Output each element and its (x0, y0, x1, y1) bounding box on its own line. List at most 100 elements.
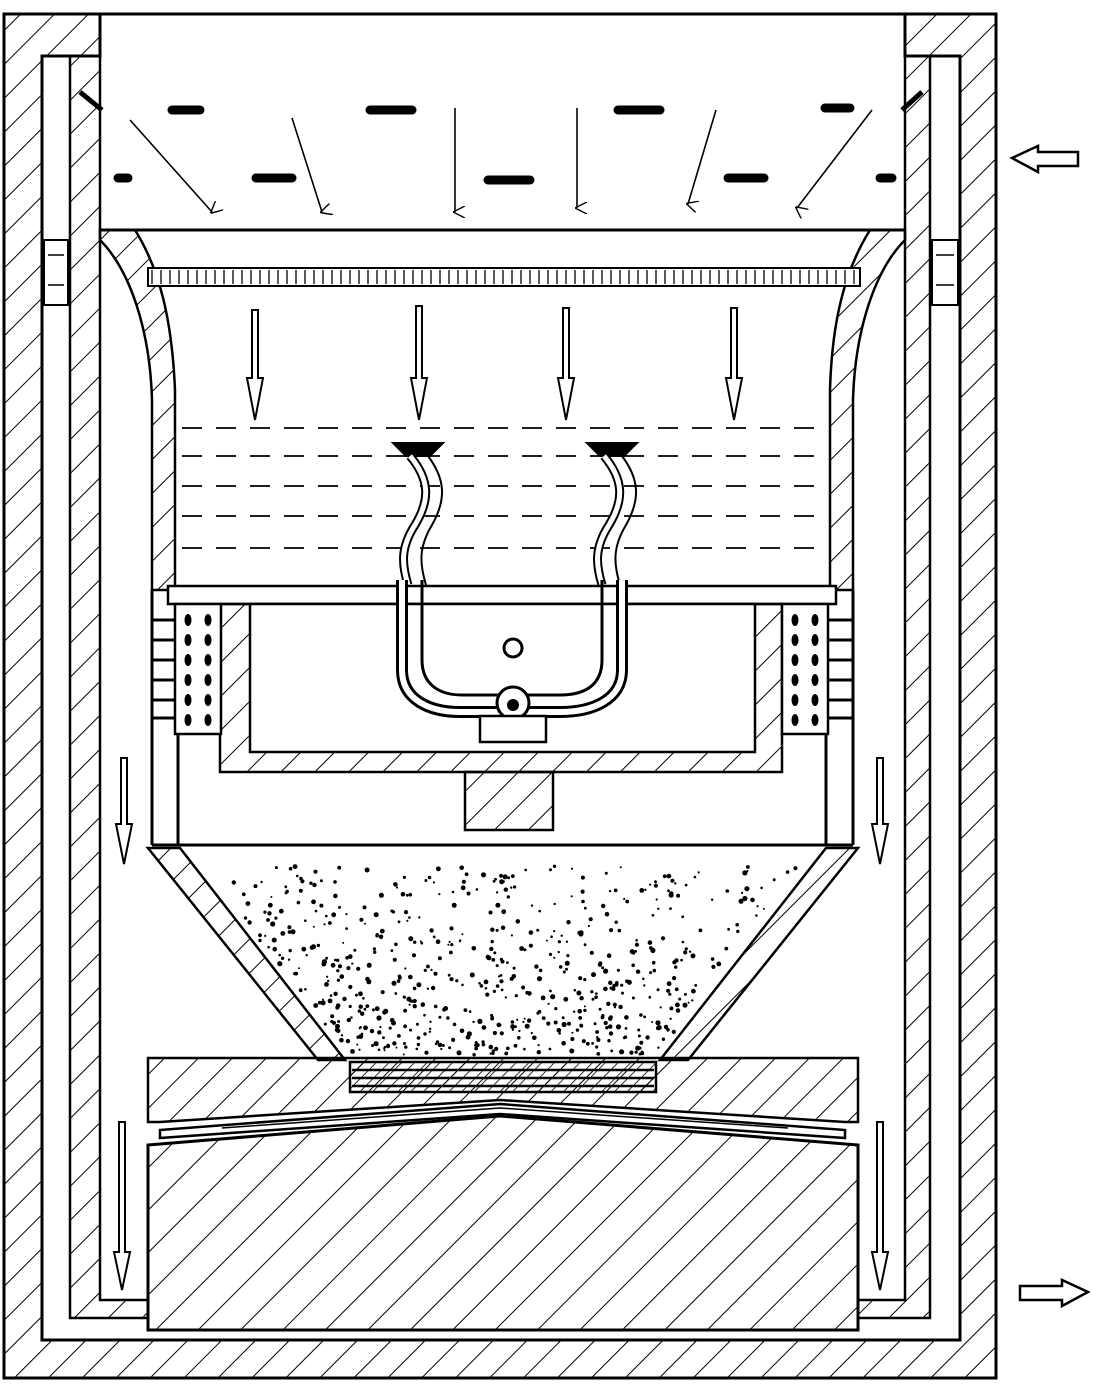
particle (603, 986, 608, 992)
particle (662, 874, 667, 879)
particle (495, 964, 499, 968)
particle (610, 1049, 614, 1053)
particle (316, 943, 321, 948)
pore (791, 634, 799, 646)
particle (499, 873, 503, 878)
particle (260, 880, 263, 884)
top-chamber-dashes (113, 103, 897, 185)
particle (397, 1034, 401, 1038)
particle (567, 961, 570, 964)
particle (499, 974, 503, 977)
particle (622, 1036, 626, 1040)
particle (270, 896, 273, 898)
particle (392, 957, 397, 962)
particle (558, 965, 563, 969)
particle (593, 1022, 597, 1026)
particle (432, 881, 435, 884)
particle (631, 996, 635, 1000)
particle (746, 865, 750, 869)
pore (184, 714, 192, 726)
particle (296, 874, 299, 878)
particle (395, 886, 399, 889)
particle (591, 997, 595, 1001)
particle (608, 1024, 613, 1029)
particle (348, 984, 353, 990)
particle (530, 1031, 533, 1035)
particle (510, 1024, 515, 1029)
particle (475, 1043, 480, 1048)
particle-bed (231, 864, 798, 1057)
particle (458, 940, 461, 943)
particle (449, 950, 453, 955)
particle (557, 950, 560, 954)
particle (578, 976, 583, 981)
particle (480, 872, 487, 878)
particle (523, 948, 527, 952)
particle (534, 964, 539, 969)
particle (441, 1044, 445, 1047)
particle (292, 864, 298, 869)
particle (241, 892, 246, 897)
particle (621, 991, 624, 995)
particle (339, 1037, 344, 1043)
particle (371, 1044, 375, 1047)
particle (750, 897, 755, 903)
particle (669, 1006, 674, 1011)
particle (287, 958, 291, 961)
particle (500, 959, 505, 964)
particle (294, 971, 299, 976)
particle (516, 1018, 519, 1021)
particle (499, 1031, 504, 1036)
particle (762, 907, 765, 910)
pore (184, 694, 192, 706)
particle (337, 1020, 341, 1023)
particle (596, 1037, 601, 1042)
particle (336, 969, 340, 973)
particle (416, 1042, 421, 1047)
particle (756, 905, 759, 908)
particle (521, 985, 526, 990)
particle (274, 866, 278, 870)
particle (655, 898, 658, 901)
particle (485, 992, 490, 997)
particle (432, 935, 436, 939)
particle (448, 940, 451, 944)
particle (648, 995, 652, 999)
particle (742, 870, 748, 876)
particle (451, 902, 457, 908)
particle (337, 865, 342, 870)
particle (595, 992, 598, 995)
particle (358, 1034, 364, 1039)
particle (404, 967, 407, 970)
particle (624, 1015, 629, 1020)
particle (504, 1051, 509, 1056)
particle (569, 1048, 575, 1054)
particle (691, 988, 696, 994)
particle (451, 1037, 456, 1042)
particle (363, 1007, 367, 1011)
particle (629, 1050, 634, 1055)
particle (601, 966, 605, 970)
particle (278, 953, 282, 957)
particle (395, 1046, 398, 1049)
particle (510, 1020, 515, 1024)
pore (791, 614, 799, 626)
particle (437, 1042, 443, 1048)
particle (526, 1018, 532, 1023)
particle (243, 916, 248, 920)
particle (676, 893, 681, 898)
particle (601, 903, 606, 909)
pore (184, 654, 192, 666)
particle (647, 940, 653, 945)
particle (418, 916, 421, 919)
particle (319, 879, 323, 883)
particle (517, 1036, 521, 1040)
particle (640, 1050, 644, 1054)
particle (669, 907, 672, 910)
particle (484, 987, 488, 990)
particle (364, 867, 370, 873)
particle (674, 965, 678, 969)
particle (638, 1052, 642, 1056)
particle (433, 1004, 438, 1009)
particle (527, 991, 532, 996)
